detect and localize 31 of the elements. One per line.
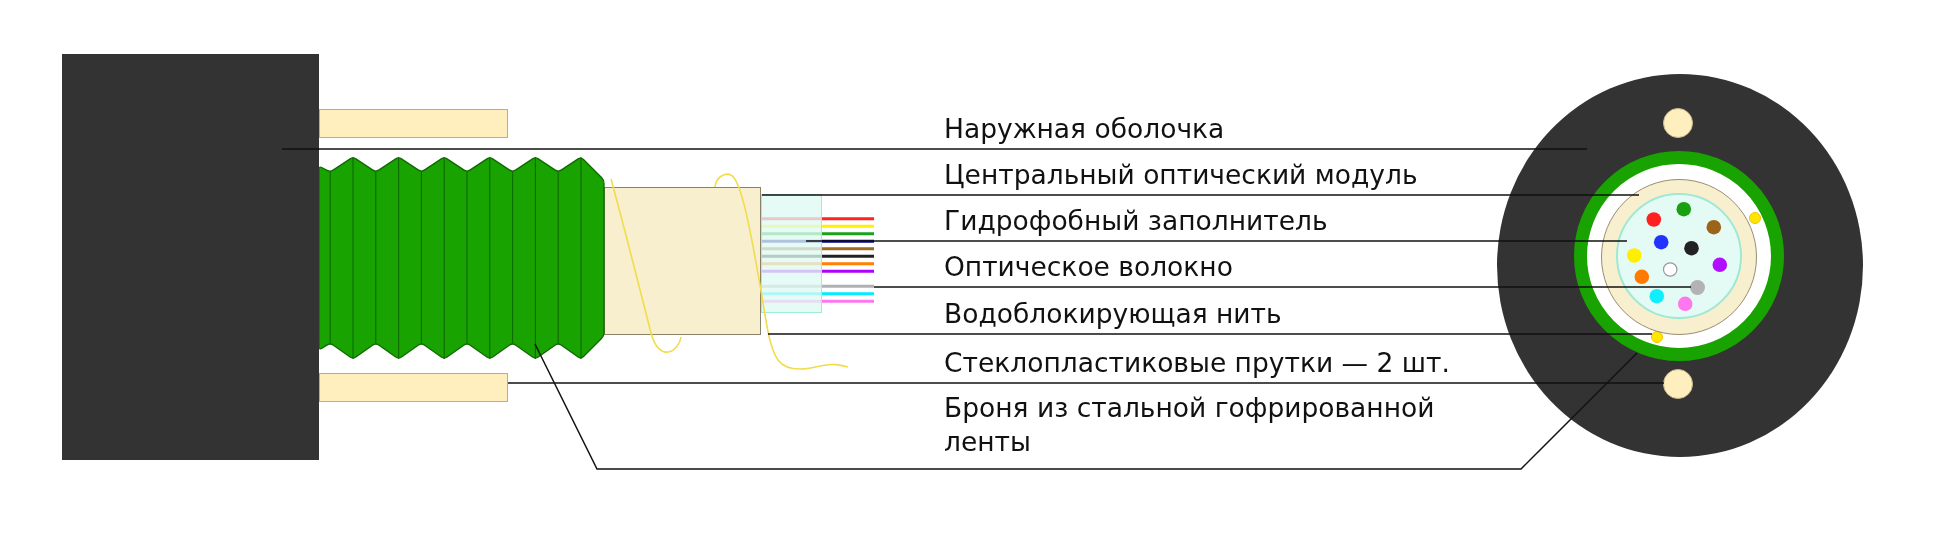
part-label: Гидрофобный заполнитель [944,204,1328,241]
leader-line [507,382,945,384]
cable-jacket [62,54,319,460]
leader-line [761,194,945,196]
rod-section [1663,369,1693,399]
module-ring [1601,179,1757,335]
module-tube [604,187,761,335]
gel-section [1615,192,1742,319]
leader-line [943,352,1638,470]
part-label: Броня из стальной гофрированной ленты [944,391,1436,469]
fiber-section [1690,279,1705,295]
leader-line [943,194,1640,196]
thread-section [1651,331,1663,343]
rod-section [1663,108,1693,138]
corrugated-armor [316,154,607,362]
leader-line [943,240,1628,242]
leader-line [767,333,945,335]
leader-line [534,343,945,470]
part-label: Водоблокирующая нить [944,297,1282,334]
fiberglass-rod [319,109,508,138]
part-label: Наружная оболочка [944,112,1225,149]
leader-line [943,333,1653,335]
leader-line [943,382,1665,384]
part-label: Оптическое волокно [944,250,1233,287]
fiberglass-rod [319,373,508,402]
part-label: Стеклопластиковые прутки — 2 шт. [944,346,1450,383]
leader-line [805,240,945,242]
part-label: Центральный оптический модуль [944,158,1418,195]
leader-line [943,148,1588,150]
leader-line [873,286,945,288]
water-blocking-thread [713,171,850,372]
